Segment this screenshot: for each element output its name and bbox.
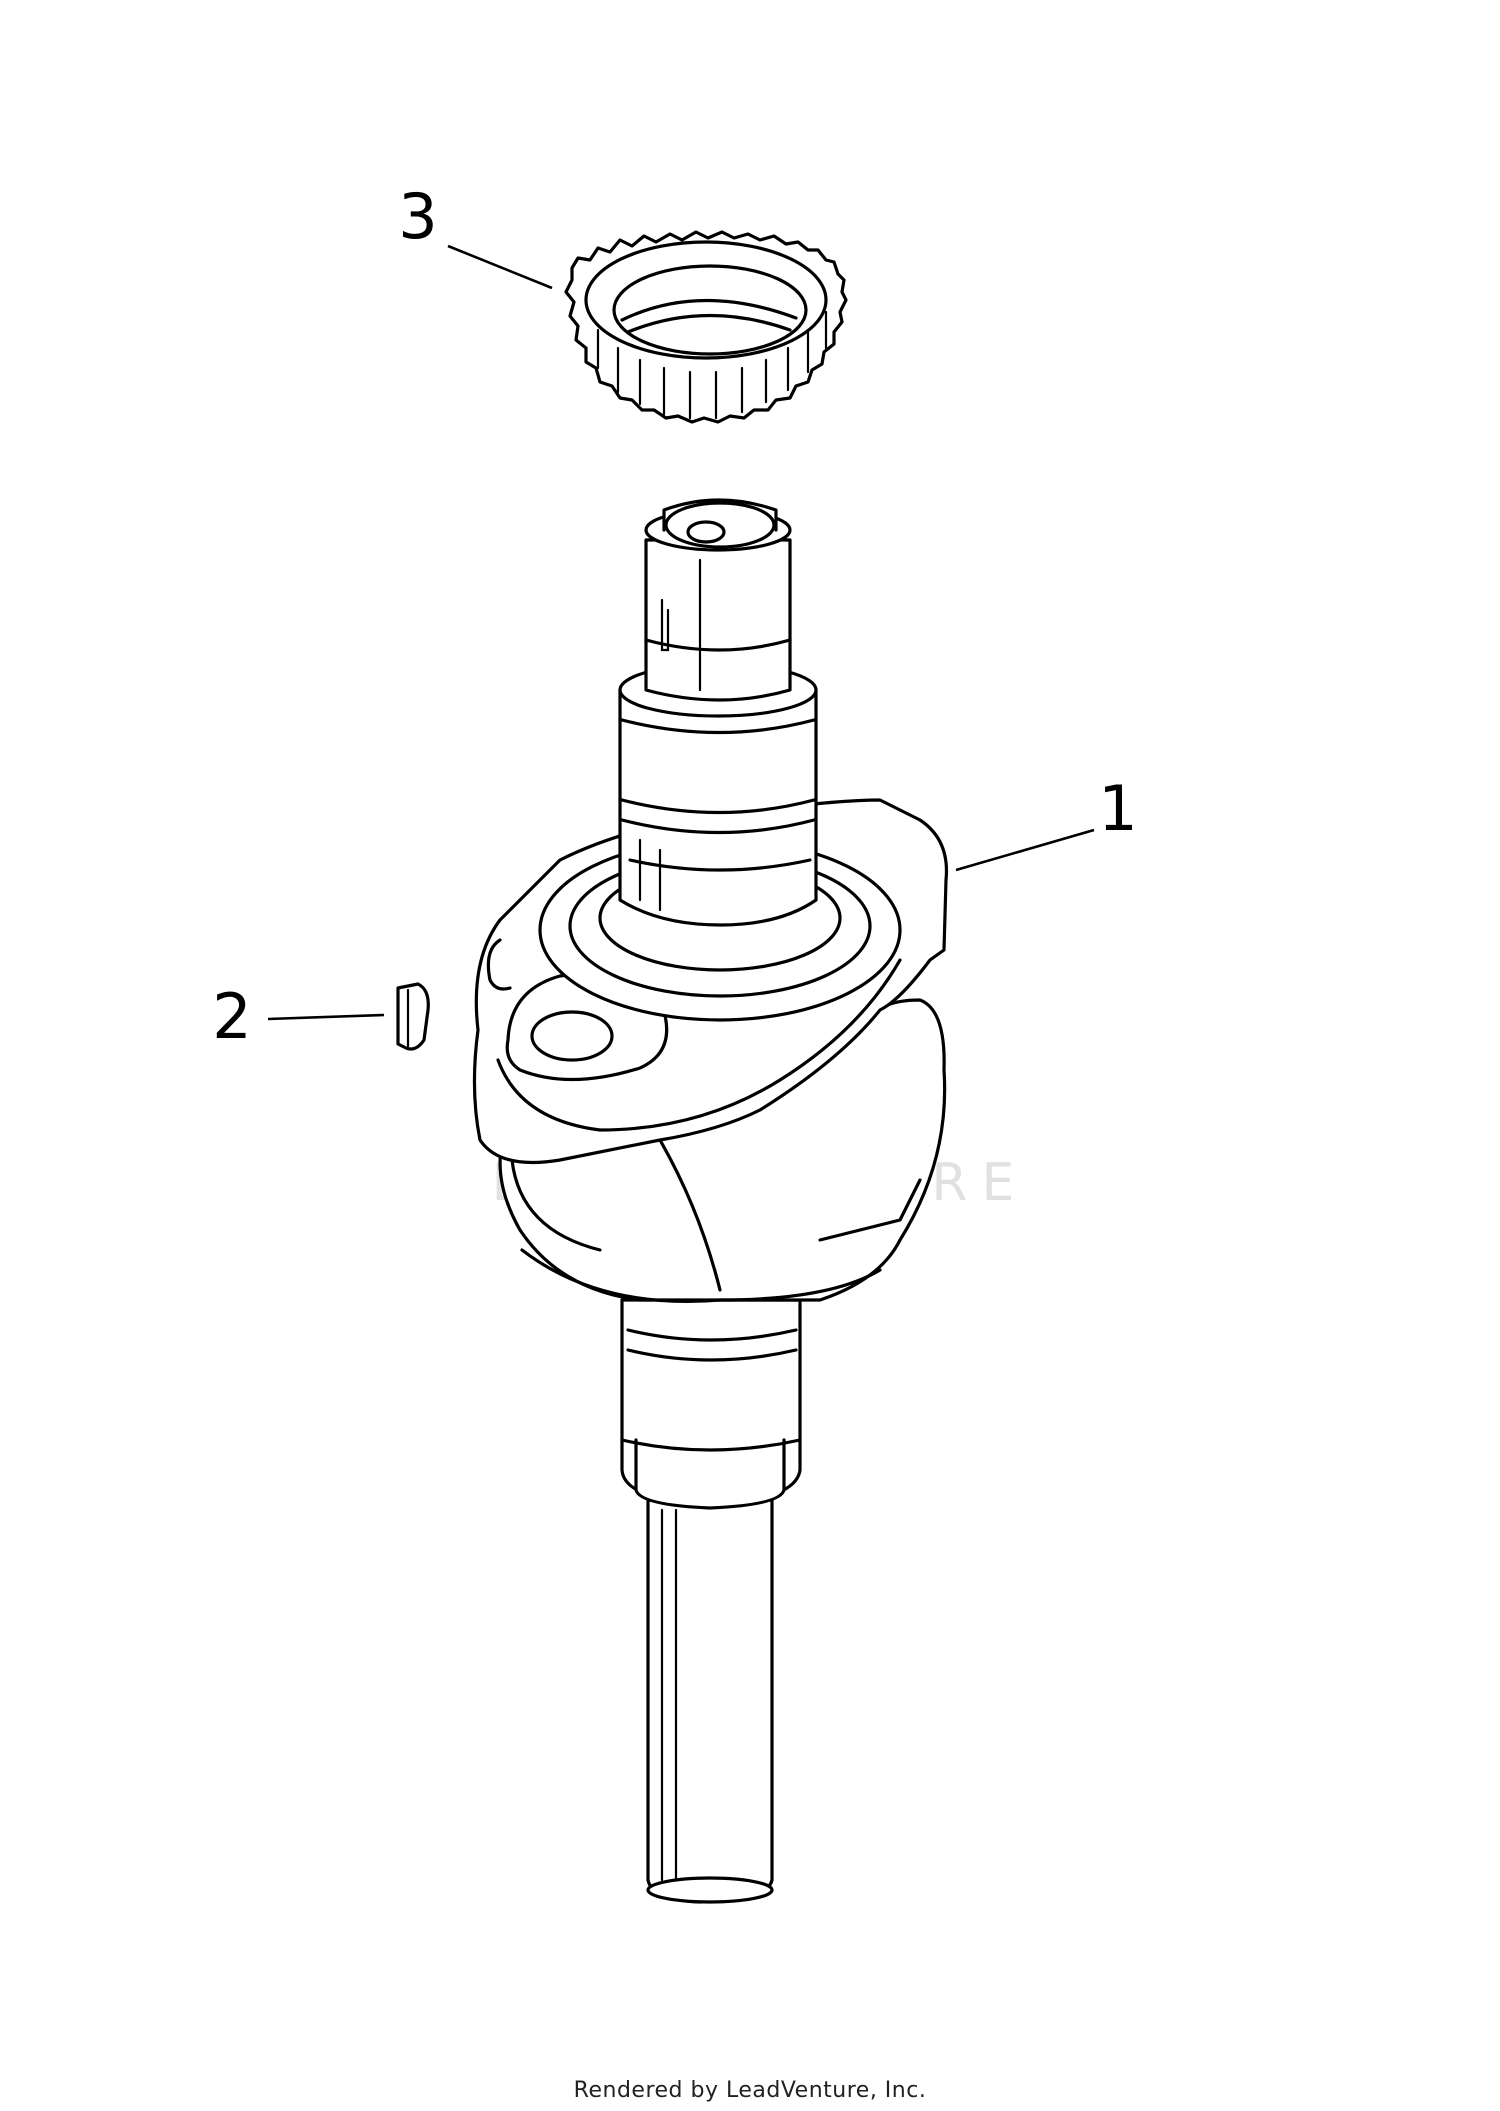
callout-3[interactable]: 3 — [398, 180, 553, 290]
leader-line-3 — [447, 244, 553, 290]
callout-number-3: 3 — [398, 180, 437, 253]
callout-1[interactable]: 1 — [955, 772, 1138, 872]
key-icon[interactable] — [396, 982, 430, 1051]
callout-number-2: 2 — [212, 980, 251, 1053]
callout-2[interactable]: 2 — [212, 980, 385, 1053]
timing-gear-icon[interactable] — [564, 230, 848, 424]
rendered-by-footer: Rendered by LeadVenture, Inc. — [573, 2078, 927, 2103]
crankshaft-icon[interactable] — [472, 498, 949, 1904]
leader-line-1 — [955, 828, 1095, 872]
leader-line-2 — [267, 1013, 385, 1021]
callout-number-1: 1 — [1098, 772, 1137, 845]
